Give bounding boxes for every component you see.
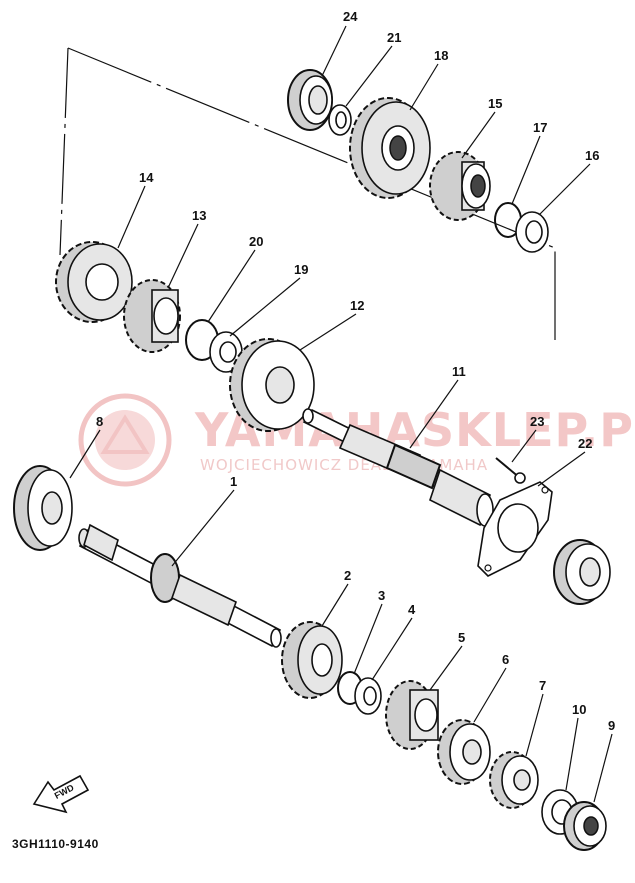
label-5: 5	[458, 630, 465, 645]
label-12: 12	[350, 298, 364, 313]
leader-lines	[69, 25, 613, 803]
gear-7	[489, 751, 539, 809]
label-4: 4	[408, 602, 416, 617]
label-22: 22	[578, 436, 592, 451]
label-14: 14	[139, 170, 154, 185]
label-2: 2	[344, 568, 351, 583]
washer-10	[541, 789, 579, 835]
part-labels: 24 21 18 15 17 16 14 13 20 19 12 11 23 2…	[96, 9, 615, 733]
gear-6	[437, 719, 491, 785]
label-21: 21	[387, 30, 401, 45]
label-19: 19	[294, 262, 308, 277]
watermark-subtitle: WOJCIECHOWICZ DEALER YAMAHA	[200, 456, 488, 474]
fwd-arrow-icon: FWD	[32, 774, 90, 814]
yamaha-logo	[78, 393, 172, 487]
group-boundary	[59, 47, 556, 340]
plate-22	[477, 481, 553, 577]
gear-12	[229, 338, 315, 432]
bearing-9	[563, 801, 607, 851]
gear-5	[385, 680, 439, 750]
label-24: 24	[343, 9, 358, 24]
label-17: 17	[533, 120, 547, 135]
bearing-8	[13, 465, 73, 551]
label-7: 7	[539, 678, 546, 693]
gear-18	[349, 97, 431, 199]
bearing-22b	[553, 539, 611, 605]
label-11: 11	[452, 364, 466, 379]
label-3: 3	[378, 588, 385, 603]
washer-4	[354, 677, 382, 715]
screw-23	[495, 457, 526, 484]
gear-2	[281, 621, 343, 699]
label-18: 18	[434, 48, 448, 63]
label-1: 1	[230, 474, 237, 489]
label-16: 16	[585, 148, 599, 163]
label-15: 15	[488, 96, 502, 111]
label-13: 13	[192, 208, 206, 223]
shaft-11	[302, 408, 494, 527]
label-23: 23	[530, 414, 544, 429]
label-9: 9	[608, 718, 615, 733]
label-8: 8	[96, 414, 103, 429]
washer-21	[328, 104, 352, 136]
label-10: 10	[572, 702, 586, 717]
bearing-24	[287, 69, 333, 131]
label-6: 6	[502, 652, 509, 667]
drawing-code: 3GH1110-9140	[12, 837, 99, 851]
washer-16	[515, 211, 549, 253]
label-20: 20	[249, 234, 263, 249]
shaft-1	[78, 523, 282, 648]
gear-13	[123, 279, 181, 353]
gear-14	[55, 241, 133, 323]
gear-15	[429, 151, 491, 221]
